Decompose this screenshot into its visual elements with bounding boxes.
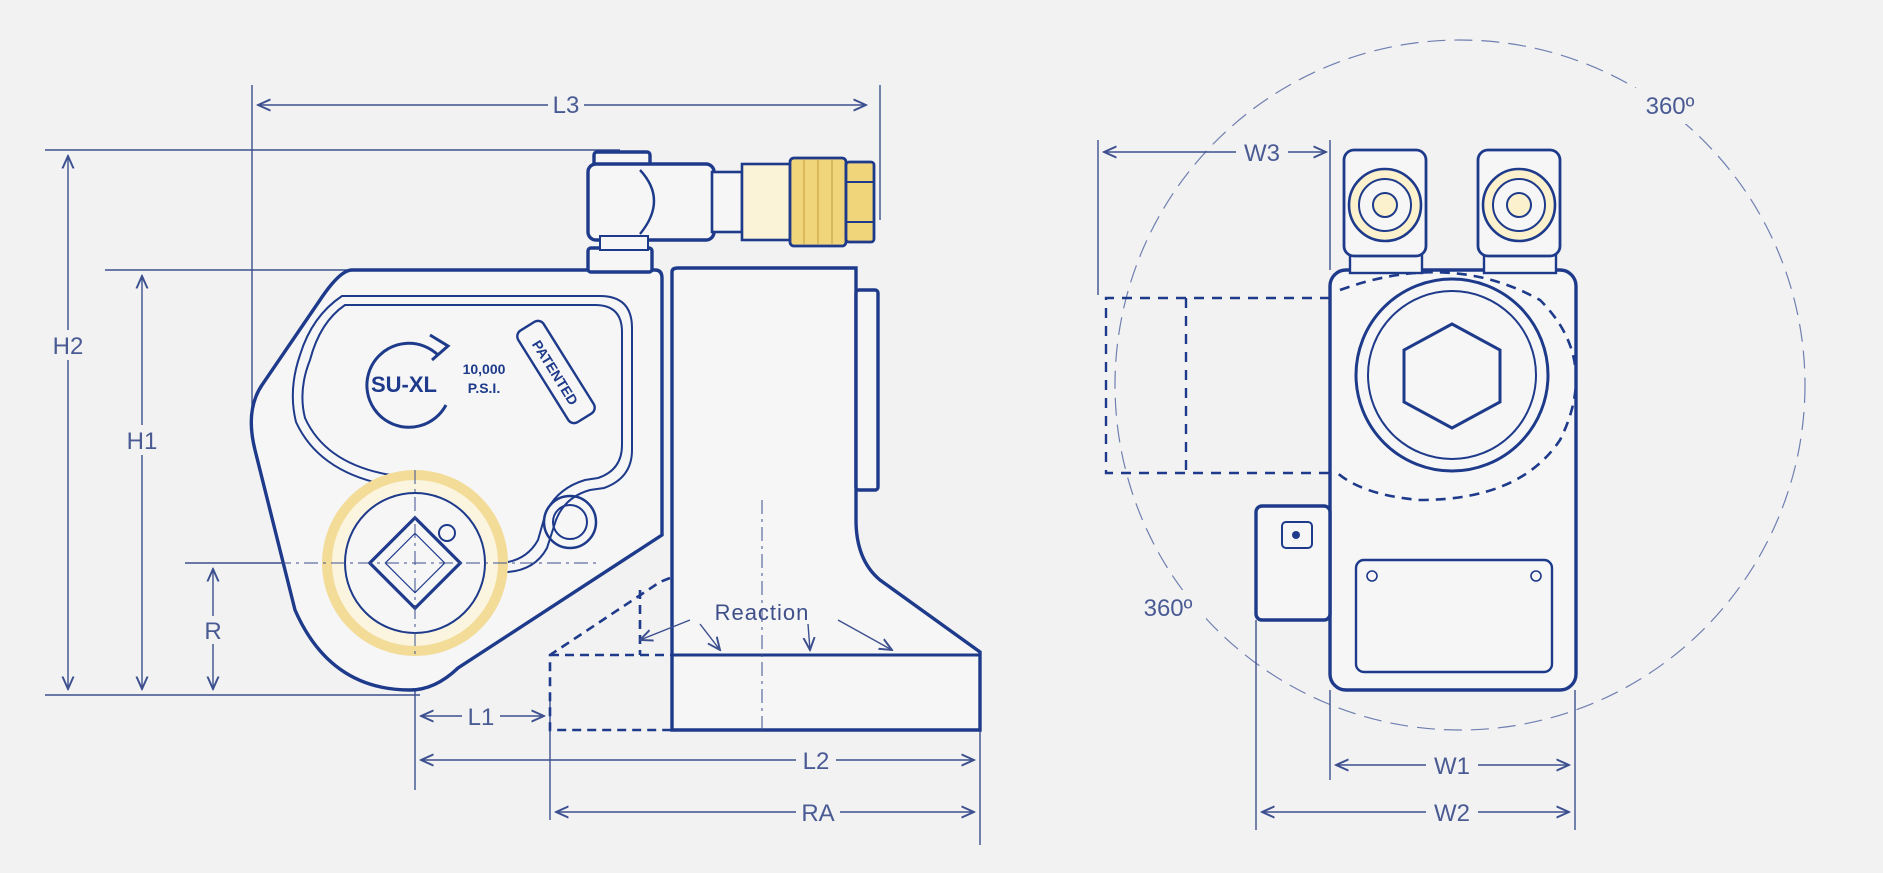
front-view: 360º 360º W3 W1 W2: [1097, 39, 1806, 830]
dim-label-w2: W2: [1434, 800, 1470, 827]
front-side-boss: [1254, 504, 1332, 622]
rotation-circle: [1114, 39, 1806, 731]
swivel-fitting: [586, 150, 716, 274]
front-reaction-arm-hidden: [1104, 296, 1330, 475]
front-coupler-left: [1342, 148, 1428, 275]
su-xl-logo: SU-XL 10,000 P.S.I.: [365, 333, 506, 429]
reaction-arrows: [640, 619, 892, 650]
pressure-unit: P.S.I.: [468, 380, 500, 396]
square-drive: [250, 470, 600, 656]
reaction-arm-extended-outline: [548, 576, 672, 732]
dim-label-l3: L3: [553, 92, 580, 119]
dim-label-r: R: [204, 618, 221, 645]
extension-lines-front: [1097, 140, 1576, 830]
rotation-label-left: 360º: [1144, 595, 1193, 622]
dim-label-w3: W3: [1244, 140, 1280, 167]
dim-label-l1: L1: [468, 704, 495, 731]
dim-label-ra: RA: [801, 800, 834, 827]
model-logo-text: SU-XL: [371, 372, 437, 397]
dim-label-l2: L2: [803, 748, 830, 775]
rotation-label-top: 360º: [1646, 93, 1695, 120]
front-socket: [1333, 270, 1578, 502]
front-nameplate: [1354, 558, 1554, 674]
pressure-value: 10,000: [463, 361, 506, 377]
front-coupler-right: [1476, 148, 1562, 275]
hydraulic-coupler: [710, 156, 876, 248]
dim-label-h1: H1: [127, 428, 158, 455]
front-housing: [1328, 268, 1578, 692]
dim-label-w1: W1: [1434, 753, 1470, 780]
reaction-label: Reaction: [715, 600, 810, 625]
side-view: L3 H2 H1 R L1 L2 RA: [45, 85, 982, 845]
dim-label-h2: H2: [53, 333, 84, 360]
housing-port: [542, 494, 598, 550]
reaction-arm: [670, 266, 982, 732]
